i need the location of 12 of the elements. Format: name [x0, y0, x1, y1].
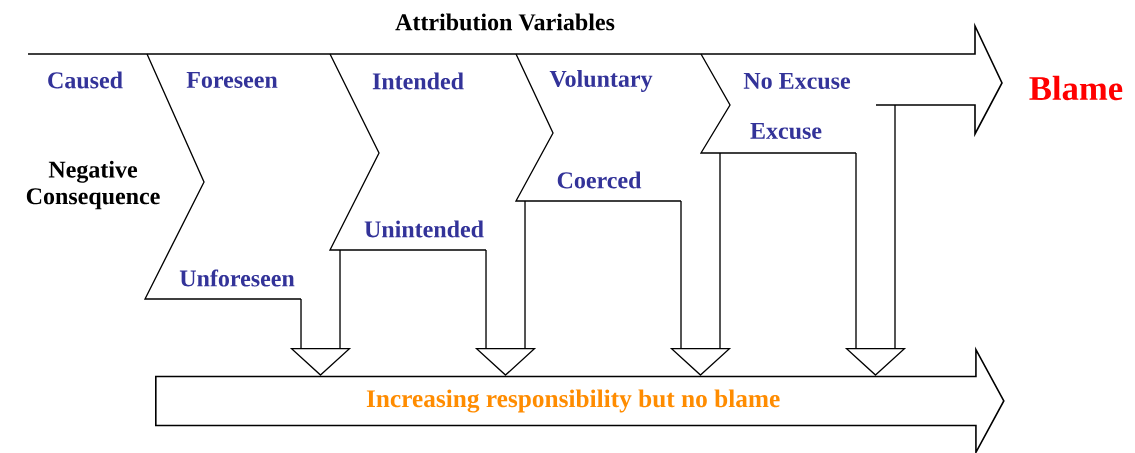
- text-label: Caused: [48, 71, 123, 89]
- text-label: Voluntary: [549, 70, 653, 92]
- branch-label: Unintended: [364, 220, 484, 238]
- branch-label: Coerced: [557, 171, 642, 189]
- text-label: Foreseen: [186, 72, 278, 88]
- text-label: Intended: [372, 72, 464, 90]
- branch-label: Excuse: [750, 123, 822, 139]
- text-label: No Excuse: [743, 73, 851, 89]
- text-label: Blame: [1029, 75, 1123, 101]
- branch-label: Unforeseen: [179, 269, 295, 287]
- title: Attribution Variables: [395, 13, 615, 31]
- text-label: Negative Consequence: [26, 160, 160, 210]
